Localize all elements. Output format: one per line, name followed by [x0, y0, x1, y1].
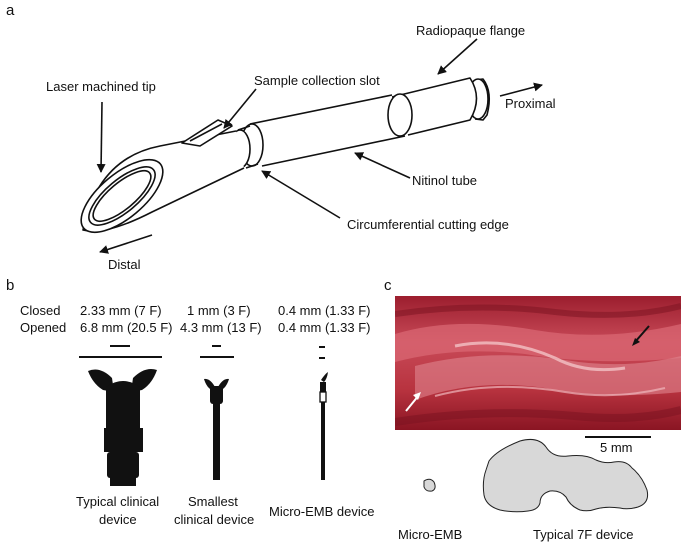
smallest-device-name-line1: Smallest [188, 494, 238, 509]
micro-emb-device-name: Micro-EMB device [269, 504, 375, 519]
label-radiopaque-flange: Radiopaque flange [416, 23, 526, 38]
row-label-opened: Opened [20, 320, 67, 335]
smallest-closed-size: 1 mm (3 F) [187, 303, 251, 318]
label-circumferential-cutting-edge: Circumferential cutting edge [347, 217, 509, 232]
label-laser-machined-tip: Laser machined tip [46, 79, 156, 94]
micro-emb-sample-outline [423, 478, 436, 492]
label-proximal: Proximal [505, 96, 556, 111]
typical-device-name-line1: Typical clinical [76, 494, 160, 509]
label-nitinol-tube: Nitinol tube [412, 173, 478, 188]
micro-emb-sample-label: Micro-EMB [398, 527, 463, 542]
device-schematic [80, 38, 543, 254]
panel-label-b: b [6, 277, 15, 294]
smallest-device-silhouette [204, 378, 229, 480]
typical-device-silhouette [88, 369, 157, 486]
typical-7f-sample-label: Typical 7F device [533, 527, 634, 542]
micro-emb-closed-size: 0.4 mm (1.33 F) [278, 303, 371, 318]
tissue-sample-photo [395, 296, 681, 430]
typical-closed-size: 2.33 mm (7 F) [80, 303, 162, 318]
scale-bar-label: 5 mm [600, 440, 633, 455]
micro-emb-opened-size: 0.4 mm (1.33 F) [278, 320, 371, 335]
label-sample-collection-slot: Sample collection slot [254, 73, 380, 88]
typical-device-name-line2: device [99, 512, 137, 527]
label-distal: Distal [108, 257, 141, 272]
smallest-opened-size: 4.3 mm (13 F) [180, 320, 262, 335]
typical-opened-size: 6.8 mm (20.5 F) [80, 320, 173, 335]
micro-emb-device-silhouette [319, 372, 328, 480]
panel-label-a: a [6, 2, 15, 19]
row-label-closed: Closed [20, 303, 61, 318]
panel-label-c: c [384, 277, 392, 294]
smallest-device-name-line2: clinical device [174, 512, 255, 527]
